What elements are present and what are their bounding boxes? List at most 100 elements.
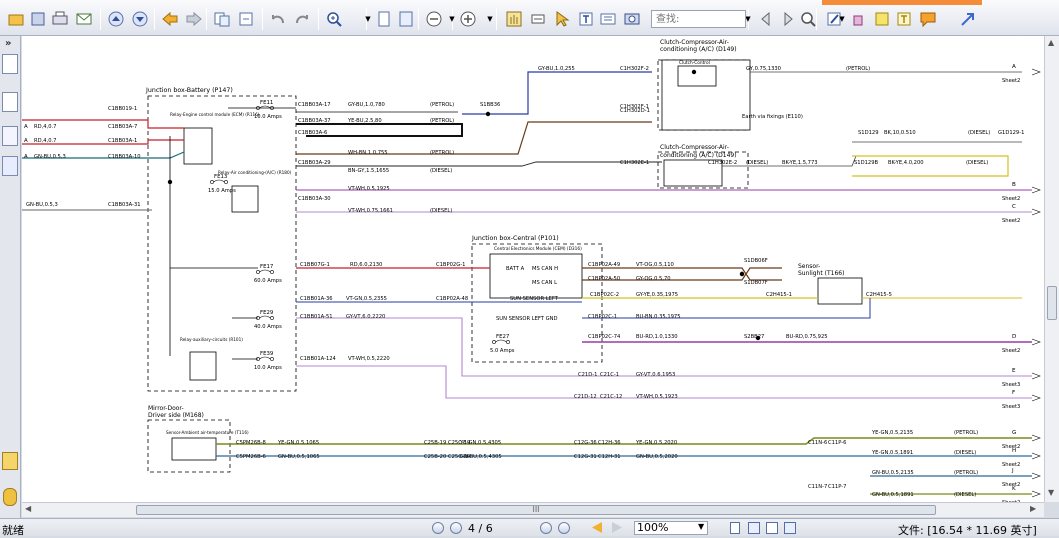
back-icon[interactable] <box>160 9 180 29</box>
compare-icon[interactable] <box>236 9 256 29</box>
select-text-icon[interactable] <box>528 9 548 29</box>
find-prev-icon[interactable] <box>756 9 776 29</box>
search-input[interactable] <box>651 10 746 28</box>
page-indicator[interactable]: 4 / 6 <box>468 522 493 535</box>
wire-label: MS CAN L <box>532 280 557 286</box>
single-page-icon[interactable] <box>730 522 740 534</box>
save-icon[interactable] <box>28 9 48 29</box>
find-next-icon[interactable] <box>778 9 798 29</box>
connector-arrow <box>1031 452 1041 460</box>
scroll-down-arrow[interactable]: ▼ <box>1048 488 1055 497</box>
snapshot-icon[interactable] <box>622 9 642 29</box>
zoom-plus-dropdown-icon[interactable]: ▼ <box>487 15 493 23</box>
collapse-icon[interactable]: » <box>5 38 12 49</box>
attachments-panel-icon[interactable] <box>2 126 18 146</box>
first-page-icon[interactable] <box>432 522 444 534</box>
cont-facing-icon[interactable] <box>784 522 796 534</box>
typewriter-icon[interactable] <box>598 9 618 29</box>
scroll-up-arrow[interactable]: ▲ <box>1048 38 1055 47</box>
next-page-icon[interactable] <box>540 522 552 534</box>
wire-label: C1BP02C-74 <box>588 334 621 340</box>
zoom-in-icon[interactable] <box>324 9 344 29</box>
wire-label: S1BB36 <box>480 102 500 108</box>
sheet-ref-label: Sheet2 <box>1002 196 1020 202</box>
document-page[interactable]: Junction box-Battery (P147)Junction box-… <box>22 36 1044 502</box>
zoom-dropdown-icon[interactable]: ▼ <box>698 522 705 531</box>
copy-icon[interactable] <box>212 9 232 29</box>
open-icon[interactable] <box>6 9 26 29</box>
scroll-hthumb[interactable]: III <box>136 505 936 515</box>
sheet-ref-label: Sheet3 <box>1002 404 1020 410</box>
clutch-bottom-box <box>663 159 723 187</box>
toolbar-separator <box>816 8 817 30</box>
wire-label: C1BP02A-48 <box>436 296 468 302</box>
email-icon[interactable] <box>74 9 94 29</box>
wire-label: C11N-7 <box>808 484 827 490</box>
textbox-icon[interactable] <box>894 9 914 29</box>
splice-dot <box>755 335 761 341</box>
nav-forward-icon[interactable] <box>612 522 622 533</box>
horizontal-scrollbar[interactable]: ◀ III ▶ <box>22 502 1044 517</box>
wire-label: C1BP02A-49 <box>588 262 620 268</box>
fit-width-icon[interactable] <box>396 9 416 29</box>
comments-panel-icon[interactable] <box>2 156 18 176</box>
facing-icon[interactable] <box>766 522 778 534</box>
scroll-left-arrow[interactable]: ◀ <box>25 504 32 513</box>
wire-label: C1BP02G-1 <box>436 262 465 268</box>
pages-panel-icon[interactable] <box>2 92 18 112</box>
last-page-icon[interactable] <box>558 522 570 534</box>
wire-label: GY-VT,0.6,1953 <box>636 372 675 378</box>
wire-label: GN-BU,0.5,2020 <box>636 454 678 460</box>
fuse-rating: 10.0 Amps <box>254 114 282 120</box>
wire-label: GN-BU,0.5,1891 <box>872 492 914 498</box>
zoom-in-dropdown-icon[interactable]: ▼ <box>365 15 371 23</box>
text-tool-icon[interactable] <box>576 9 596 29</box>
nav-back-icon[interactable] <box>592 522 602 533</box>
edit-dropdown-icon[interactable]: ▼ <box>839 15 845 23</box>
attach-icon[interactable] <box>3 488 17 506</box>
note-icon[interactable] <box>918 9 938 29</box>
zoom-out-icon[interactable] <box>424 9 444 29</box>
hand-icon[interactable] <box>504 9 524 29</box>
connector-arrow <box>1031 186 1041 194</box>
pointer-icon[interactable] <box>552 9 572 29</box>
relay-aux-box <box>189 351 217 381</box>
undo-icon[interactable] <box>268 9 288 29</box>
wire-label: Earth via fixings (E110) <box>742 114 803 120</box>
continuous-icon[interactable] <box>748 522 760 534</box>
wire-label: RD,4,0.7 <box>34 124 56 130</box>
edit-icon[interactable] <box>824 9 844 29</box>
connector-arrow <box>1031 208 1041 216</box>
print-icon[interactable] <box>50 9 70 29</box>
wire-label: RD,6.0,2130 <box>350 262 382 268</box>
vertical-scrollbar[interactable]: ▲ ▼ <box>1044 36 1059 502</box>
highlight-icon[interactable] <box>872 9 892 29</box>
fit-page-icon[interactable] <box>374 9 394 29</box>
page-up-icon[interactable] <box>106 9 126 29</box>
prev-page-icon[interactable] <box>450 522 462 534</box>
splice-dot <box>167 179 173 185</box>
forward-icon[interactable] <box>184 9 204 29</box>
bookmark-panel-icon[interactable] <box>2 54 18 74</box>
search-dropdown-icon[interactable]: ▼ <box>745 15 751 23</box>
redo-icon[interactable] <box>292 9 312 29</box>
scroll-right-arrow[interactable]: ▶ <box>1030 504 1037 513</box>
zoom-plus-icon[interactable] <box>458 9 478 29</box>
find-icon[interactable] <box>798 9 818 29</box>
clutch-control-label: Clutch-Control <box>679 60 710 66</box>
wire-label: C1BB03A-30 <box>298 196 331 202</box>
left-ref-letter: A <box>24 138 28 144</box>
sheet-ref-letter: K <box>1012 486 1016 492</box>
wire-label: C12H-36 <box>598 440 621 446</box>
arrow-icon[interactable] <box>958 9 978 29</box>
page-down-icon[interactable] <box>130 9 150 29</box>
toolbar-separator <box>748 8 749 30</box>
stamp-icon[interactable] <box>848 9 868 29</box>
wire-label: VT-WH,0.75,1661 <box>348 208 393 214</box>
zoom-select[interactable]: 100% <box>634 521 708 535</box>
fuse-terminal <box>224 180 228 184</box>
fuse-link <box>259 315 271 319</box>
scroll-thumb[interactable] <box>1047 286 1057 320</box>
zoom-out-dropdown-icon[interactable]: ▼ <box>449 15 455 23</box>
layers-panel-icon[interactable] <box>2 452 18 470</box>
